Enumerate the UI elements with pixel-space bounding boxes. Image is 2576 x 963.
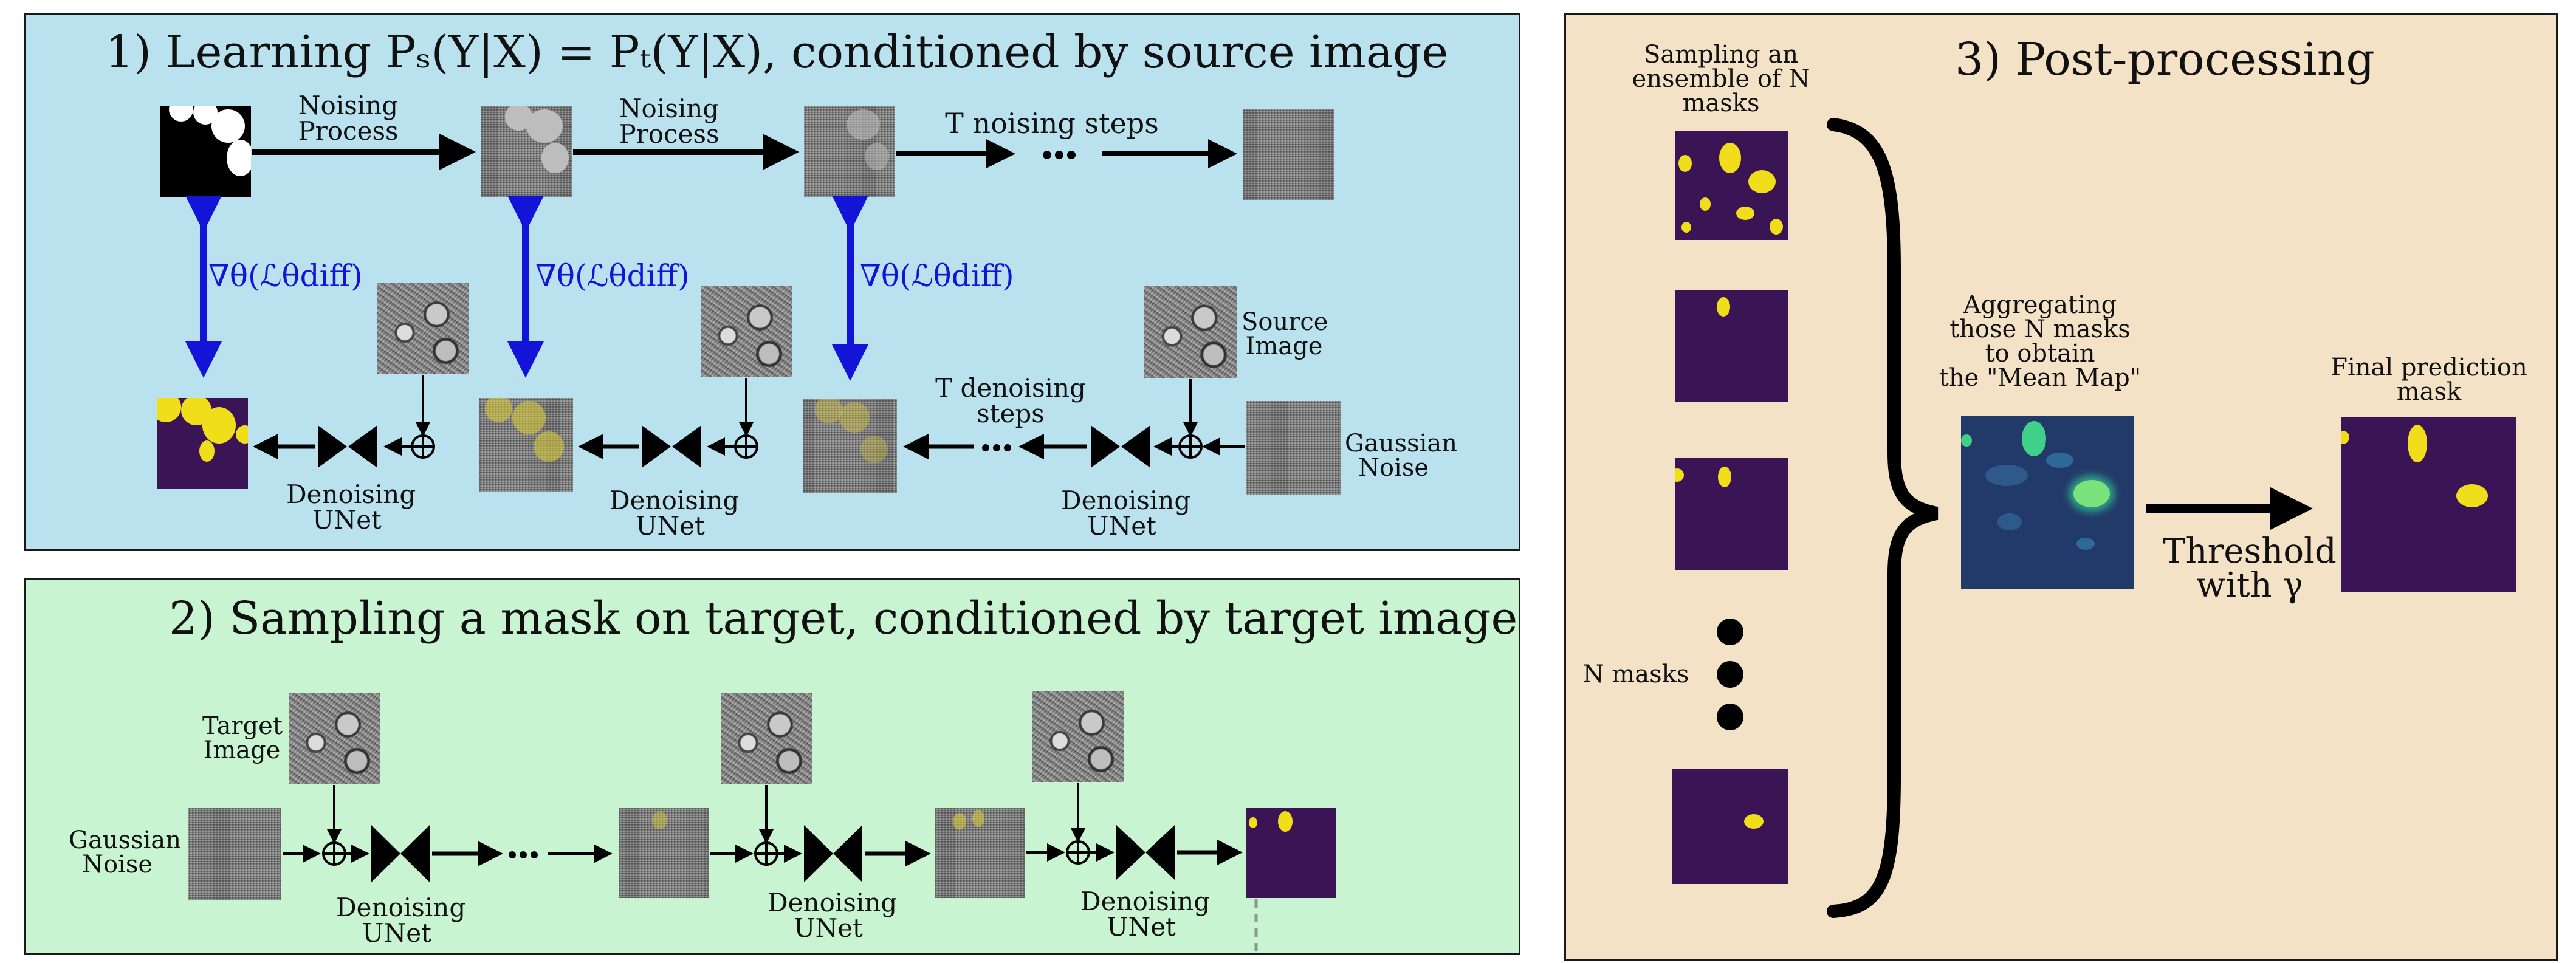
source-image-1 [377,283,469,374]
t-noising-steps-label: T noising steps [945,107,1159,140]
target-image-2 [721,693,812,784]
curly-brace [1827,118,1939,918]
partially-denoised-1 [479,398,573,492]
panel-3-graphics [1717,118,2313,918]
mean-map [1961,416,2134,589]
gradient-label-1: ∇θ(ℒθdiff) [208,258,363,293]
final-prediction-mask [2341,417,2516,592]
noisy-mask-2 [804,106,895,197]
source-image-2 [701,286,792,377]
sampled-mask-output [1246,808,1336,898]
gaussian-noise-input [1246,401,1341,495]
panel-1-title: 1) Learning Pₛ(Y|X) = Pₜ(Y|X), condition… [105,26,1449,78]
partially-denoised-2 [803,399,897,493]
gradient-label-2: ∇θ(ℒθdiff) [535,258,690,293]
panel-sampling: 2) Sampling a mask on target, conditione… [24,578,1520,957]
panel-training: 1) Learning Pₛ(Y|X) = Pₜ(Y|X), condition… [24,13,1520,551]
pure-noise-top [1243,109,1334,200]
gradient-label-3: ∇θ(ℒθdiff) [860,258,1014,293]
panel-2-arrows [283,783,1258,957]
target-image-3 [1032,691,1124,782]
panel-3-title: 3) Post-processing [1955,33,2375,86]
gaussian-noise-input-2 [188,808,281,900]
ensemble-mask-2 [1675,290,1788,402]
ground-truth-mask [160,106,251,197]
panel-1-arrows [185,134,1245,468]
sampled-intermediate-1 [619,808,709,898]
predicted-mask [157,398,248,489]
panel-2-title: 2) Sampling a mask on target, conditione… [169,592,1518,645]
noisy-mask-1 [481,106,572,197]
ensemble-mask-1 [1675,131,1788,240]
target-image-1 [289,693,380,784]
n-masks-label: N masks [1582,660,1689,688]
sampled-intermediate-2 [935,808,1025,898]
ensemble-mask-n [1672,769,1788,884]
ensemble-mask-3 [1675,458,1788,570]
source-image-3 [1144,286,1237,378]
